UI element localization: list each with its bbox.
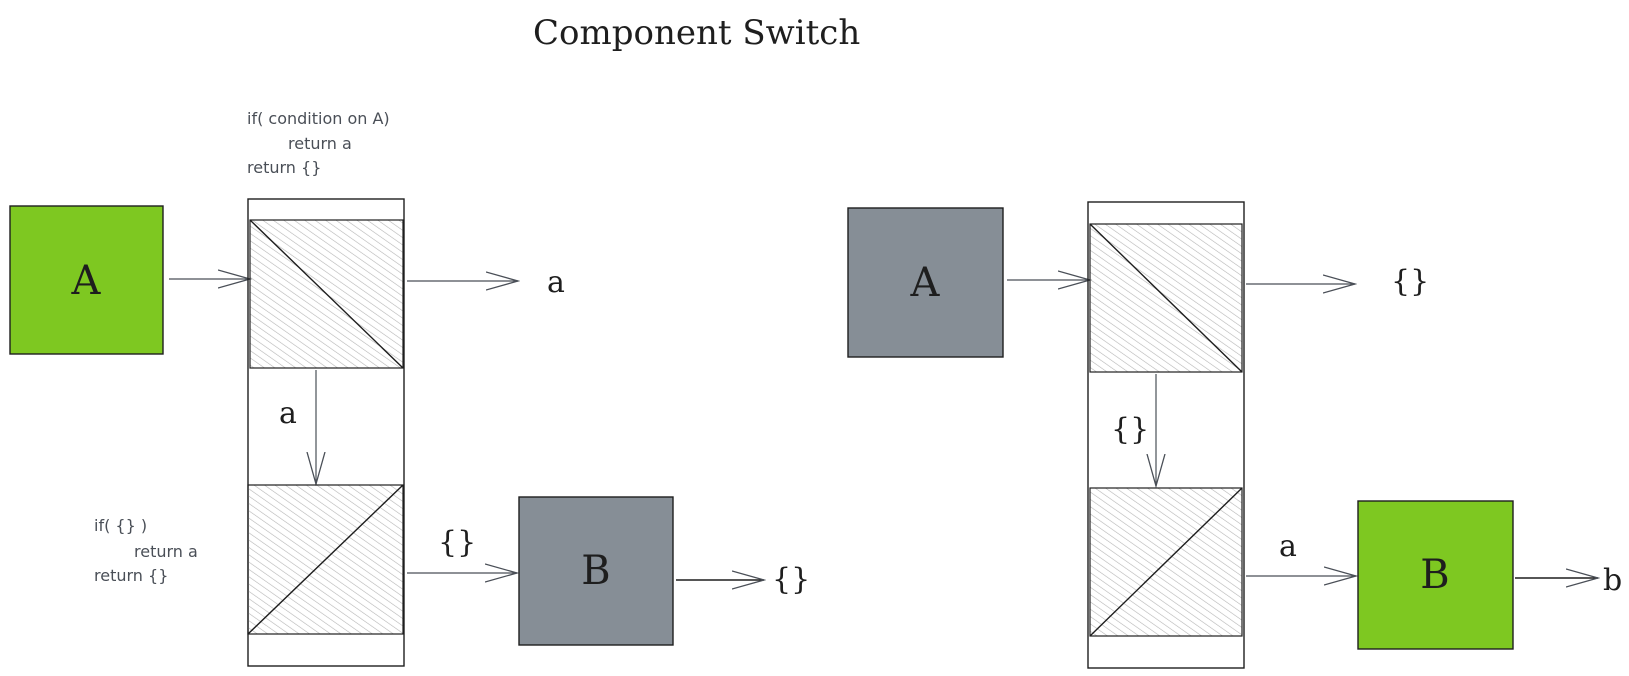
right-inner-arrow-label: {} bbox=[1111, 412, 1149, 447]
right-top-switch-cell bbox=[1089, 223, 1243, 373]
right-b-output-label: b bbox=[1603, 563, 1622, 598]
left-top-note-line-1: if( condition on A) bbox=[247, 109, 390, 128]
left-b-box: B bbox=[518, 496, 674, 646]
right-top-output-label: {} bbox=[1391, 264, 1429, 299]
right-b-box: B bbox=[1357, 500, 1514, 650]
left-b-output-label: {} bbox=[772, 562, 810, 597]
left-bottom-note-line-3: return {} bbox=[94, 566, 168, 585]
right-switch-container bbox=[1087, 201, 1245, 669]
left-bottom-note-line-1: if( {} ) bbox=[94, 516, 147, 535]
left-top-note-line-3: return {} bbox=[247, 158, 321, 177]
right-b-box-label: B bbox=[1420, 552, 1449, 598]
left-input-box-a: A bbox=[9, 205, 164, 355]
left-bottom-note-line-2: return a bbox=[134, 542, 198, 561]
right-input-box-a-label: A bbox=[910, 260, 941, 306]
right-to-b-label: a bbox=[1279, 529, 1297, 564]
left-switch-container bbox=[247, 198, 405, 667]
left-top-switch-note: if( condition on A) return a return {} bbox=[247, 109, 395, 177]
left-top-note-line-2: return a bbox=[288, 134, 352, 153]
left-b-box-label: B bbox=[581, 548, 610, 594]
diagram-title: Component Switch bbox=[533, 13, 860, 53]
left-inner-arrow-label: a bbox=[279, 396, 297, 431]
left-bottom-switch-cell bbox=[247, 484, 404, 635]
left-bottom-switch-note: if( {} ) return a return {} bbox=[94, 516, 203, 585]
left-input-box-a-label: A bbox=[71, 258, 102, 304]
right-scenario: A {} {} a B b bbox=[847, 201, 1622, 669]
left-scenario: A if( condition on A) return a return {}… bbox=[9, 109, 810, 667]
left-top-switch-cell bbox=[249, 219, 404, 369]
right-input-box-a: A bbox=[847, 207, 1004, 358]
left-top-output-label: a bbox=[547, 265, 565, 300]
left-to-b-label: {} bbox=[438, 525, 476, 560]
right-bottom-switch-cell bbox=[1089, 487, 1243, 637]
